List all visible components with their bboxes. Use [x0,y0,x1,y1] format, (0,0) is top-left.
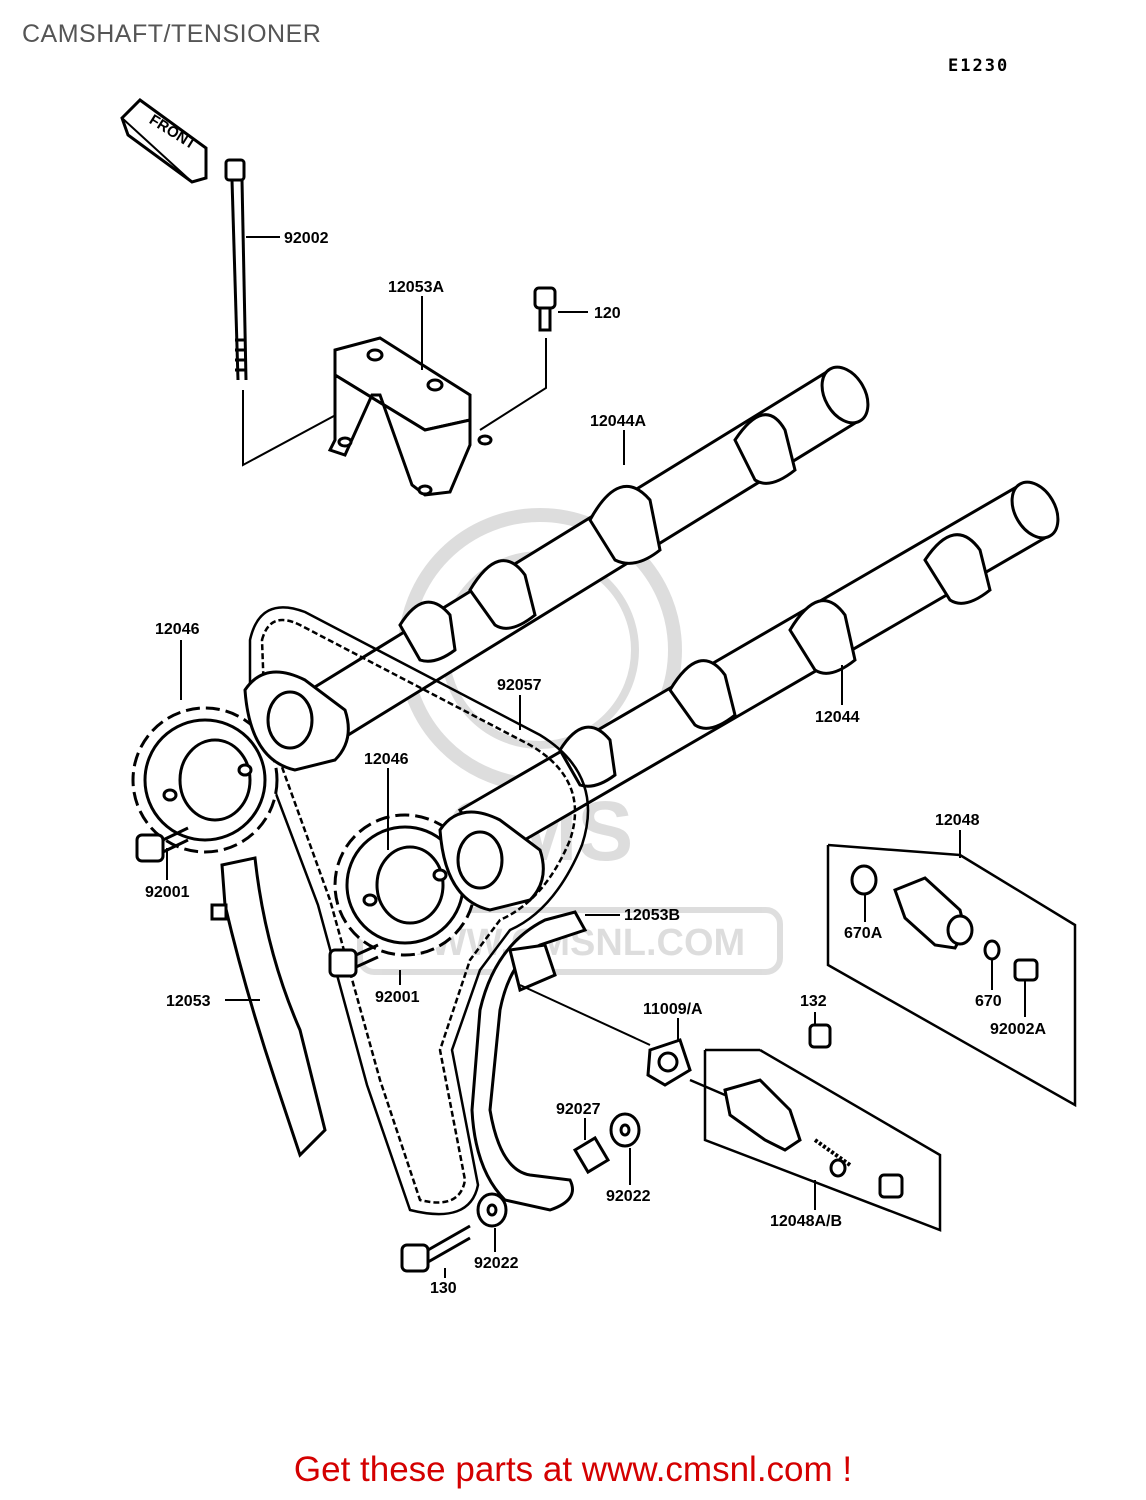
part-label: 12048 [935,812,980,829]
part-label: 132 [800,993,827,1010]
part-label: 12053A [388,279,444,296]
leader-lines [166,236,1026,1278]
page-title: CAMSHAFT/TENSIONER [22,20,322,48]
cam-chain [248,606,590,1216]
pivot-hardware [400,1112,641,1273]
part-label: 12048A/B [770,1213,842,1230]
sprocket-bolts [135,826,379,978]
tensioner-12048ab-assembly [689,1023,942,1232]
part-label: 92022 [474,1255,519,1272]
part-label: 12053B [624,907,680,924]
bolt-120 [479,286,557,431]
part-label: 12046 [155,621,200,638]
part-label: 11009/A [643,1001,703,1018]
figure-code: E1230 [948,56,1010,76]
part-label: 92057 [497,677,542,694]
part-labels: 92002 12053A 120 12044A 12046 92057 1204… [145,230,1046,1297]
cam-sprocket-right [333,813,477,957]
part-label: 92001 [145,884,190,901]
cam-bearing-caps [243,670,545,912]
camshaft-12044 [457,480,1060,863]
part-label: 92022 [606,1188,651,1205]
gasket-11009a [519,984,692,1087]
part-label: 130 [430,1280,457,1297]
part-label: 92001 [375,989,420,1006]
part-label: 670A [844,925,883,942]
tensioner-12048-assembly [826,843,1077,1108]
part-label: 12044A [590,413,646,430]
part-label: 120 [594,305,621,322]
long-bolt-92002 [224,158,346,467]
part-label: 12046 [364,751,409,768]
cam-sprocket-left [131,706,279,854]
footer-cta[interactable]: Get these parts at www.cmsnl.com ! [293,1450,853,1489]
chain-guide-12053 [210,856,327,1158]
part-label: 92002A [990,1021,1046,1038]
part-label: 92027 [556,1101,601,1118]
part-label: 670 [975,993,1002,1010]
part-label: 92002 [284,230,329,247]
cam-holder-bracket [327,336,493,497]
tensioner-guide-12053b [470,910,588,1212]
part-label: 12053 [166,993,211,1010]
part-label: 12044 [815,709,860,726]
front-arrow-icon: FRONT [120,98,208,184]
